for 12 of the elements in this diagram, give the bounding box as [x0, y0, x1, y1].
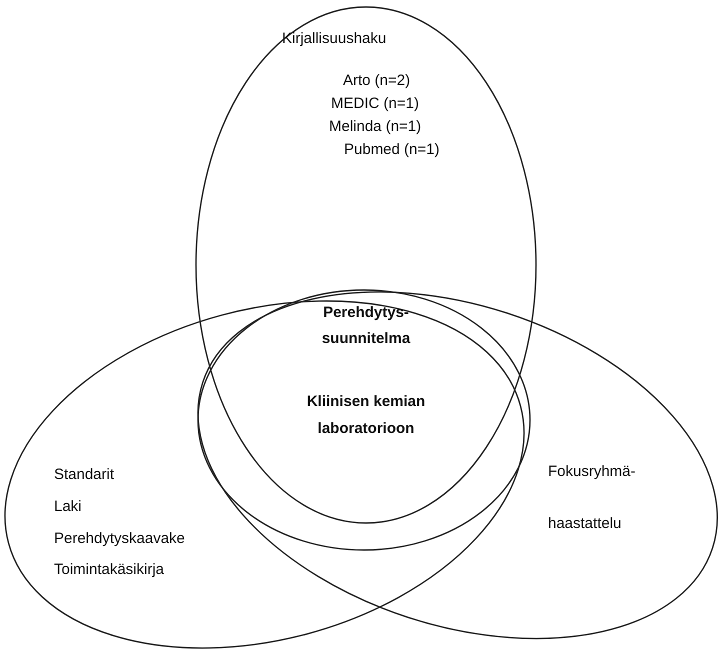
set-item-text: Perehdytyskaavake	[54, 530, 185, 548]
set-label: Fokusryhmä- haastattelu	[548, 462, 637, 534]
set-label: Standarit	[54, 466, 114, 484]
set-item-text: Pubmed (n=1)	[344, 141, 440, 159]
set-item-text: Arto (n=2)	[343, 72, 410, 90]
set-item-text: Laki	[54, 498, 82, 516]
set-item-text: Toimintakäsikirja	[54, 560, 164, 579]
set-label: Kirjallisuushaku	[282, 30, 386, 48]
set-item-text: MEDIC (n=1)	[331, 95, 419, 113]
set-label: Perehdytys- suunnitelma	[320, 303, 412, 349]
set-item-text: Kliinisen kemian laboratorioon	[306, 392, 426, 439]
set-item-text: Melinda (n=1)	[329, 118, 422, 136]
